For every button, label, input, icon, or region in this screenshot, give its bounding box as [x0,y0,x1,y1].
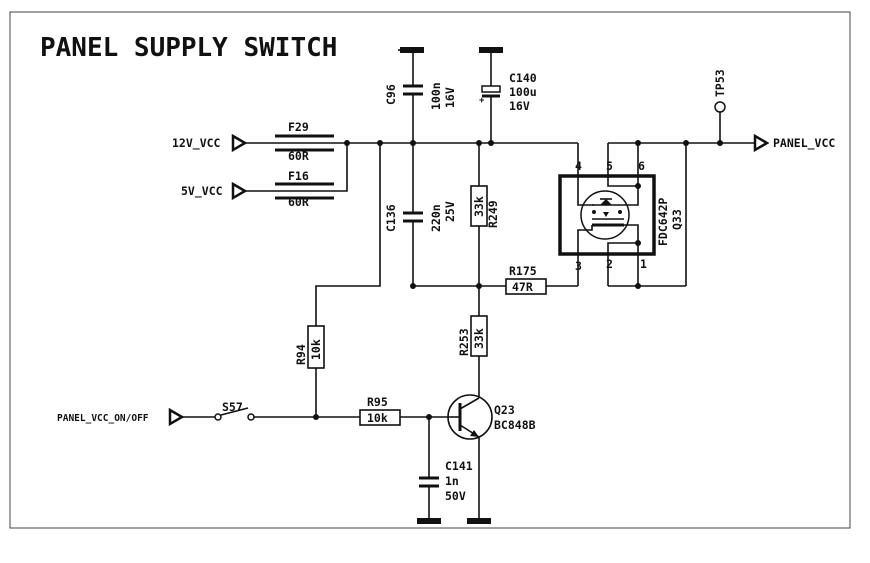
c96-value: 100n [429,82,443,110]
tp53-ref: TP53 [713,69,727,97]
c96-voltage: 16V [443,87,457,108]
r175-value: 47R [512,280,533,294]
port-12v-arrow [231,133,248,153]
q33-pin-4: 4 [575,159,582,173]
sheet-frame [9,11,851,529]
svg-text:+: + [479,96,485,106]
r95-value: 10k [367,411,388,425]
q23-ref: Q23 [494,403,515,417]
net-panel-vcc-label: PANEL_VCC [773,136,835,151]
q33-pin-2: 2 [606,257,613,271]
r253-value: 33k [472,328,486,349]
port-ctrl-arrow [168,407,185,427]
port-panel-vcc-arrow [753,133,770,153]
s57-symbol [214,413,222,421]
q33-pin-6: 6 [638,159,645,173]
c140-ref: C140 [509,71,537,85]
c136-ref: C136 [384,204,398,232]
page-title: PANEL SUPPLY SWITCH [40,33,337,63]
q33-body [558,174,656,256]
c141-ref: C141 [445,459,473,473]
tp53-symbol [714,101,726,113]
c140-symbol [481,85,501,93]
r249-ref: R249 [486,200,500,228]
r94-value: 10k [309,339,323,360]
r95-ref: R95 [367,395,388,409]
q33-pin-1: 1 [640,257,647,271]
f29-value: 60R [288,149,309,163]
c141-voltage: 50V [445,489,466,503]
q23-part: BC848B [494,418,536,432]
q33-ref: Q33 [670,209,684,230]
f29-ref: F29 [288,120,309,134]
q33-pin-3: 3 [575,259,582,273]
q33-part: FDC642P [656,197,670,246]
f16-ref: F16 [288,169,309,183]
r249-value: 33k [472,196,486,217]
r175-ref: R175 [509,264,537,278]
ferrite-f16 [275,182,334,200]
port-5v-arrow [231,181,248,201]
s57-ref: S57 [222,400,243,414]
junction-dots [313,140,723,420]
c96-ref: C96 [384,84,398,105]
f16-value: 60R [288,195,309,209]
q23-symbol [447,394,493,440]
net-ctrl-label: PANEL_VCC_ON/OFF [57,413,149,424]
net-12v-label: 12V_VCC [172,136,221,151]
ferrite-f29 [275,134,334,152]
q33-pin-5: 5 [606,159,613,173]
c136-value: 220n [429,204,443,232]
r253-ref: R253 [457,328,471,356]
net-5v-label: 5V_VCC [181,184,223,199]
c136-voltage: 25V [443,201,457,222]
c141-value: 1n [445,474,459,488]
c140-value: 100u [509,85,537,99]
r94-ref: R94 [294,344,308,365]
c140-voltage: 16V [509,99,530,113]
